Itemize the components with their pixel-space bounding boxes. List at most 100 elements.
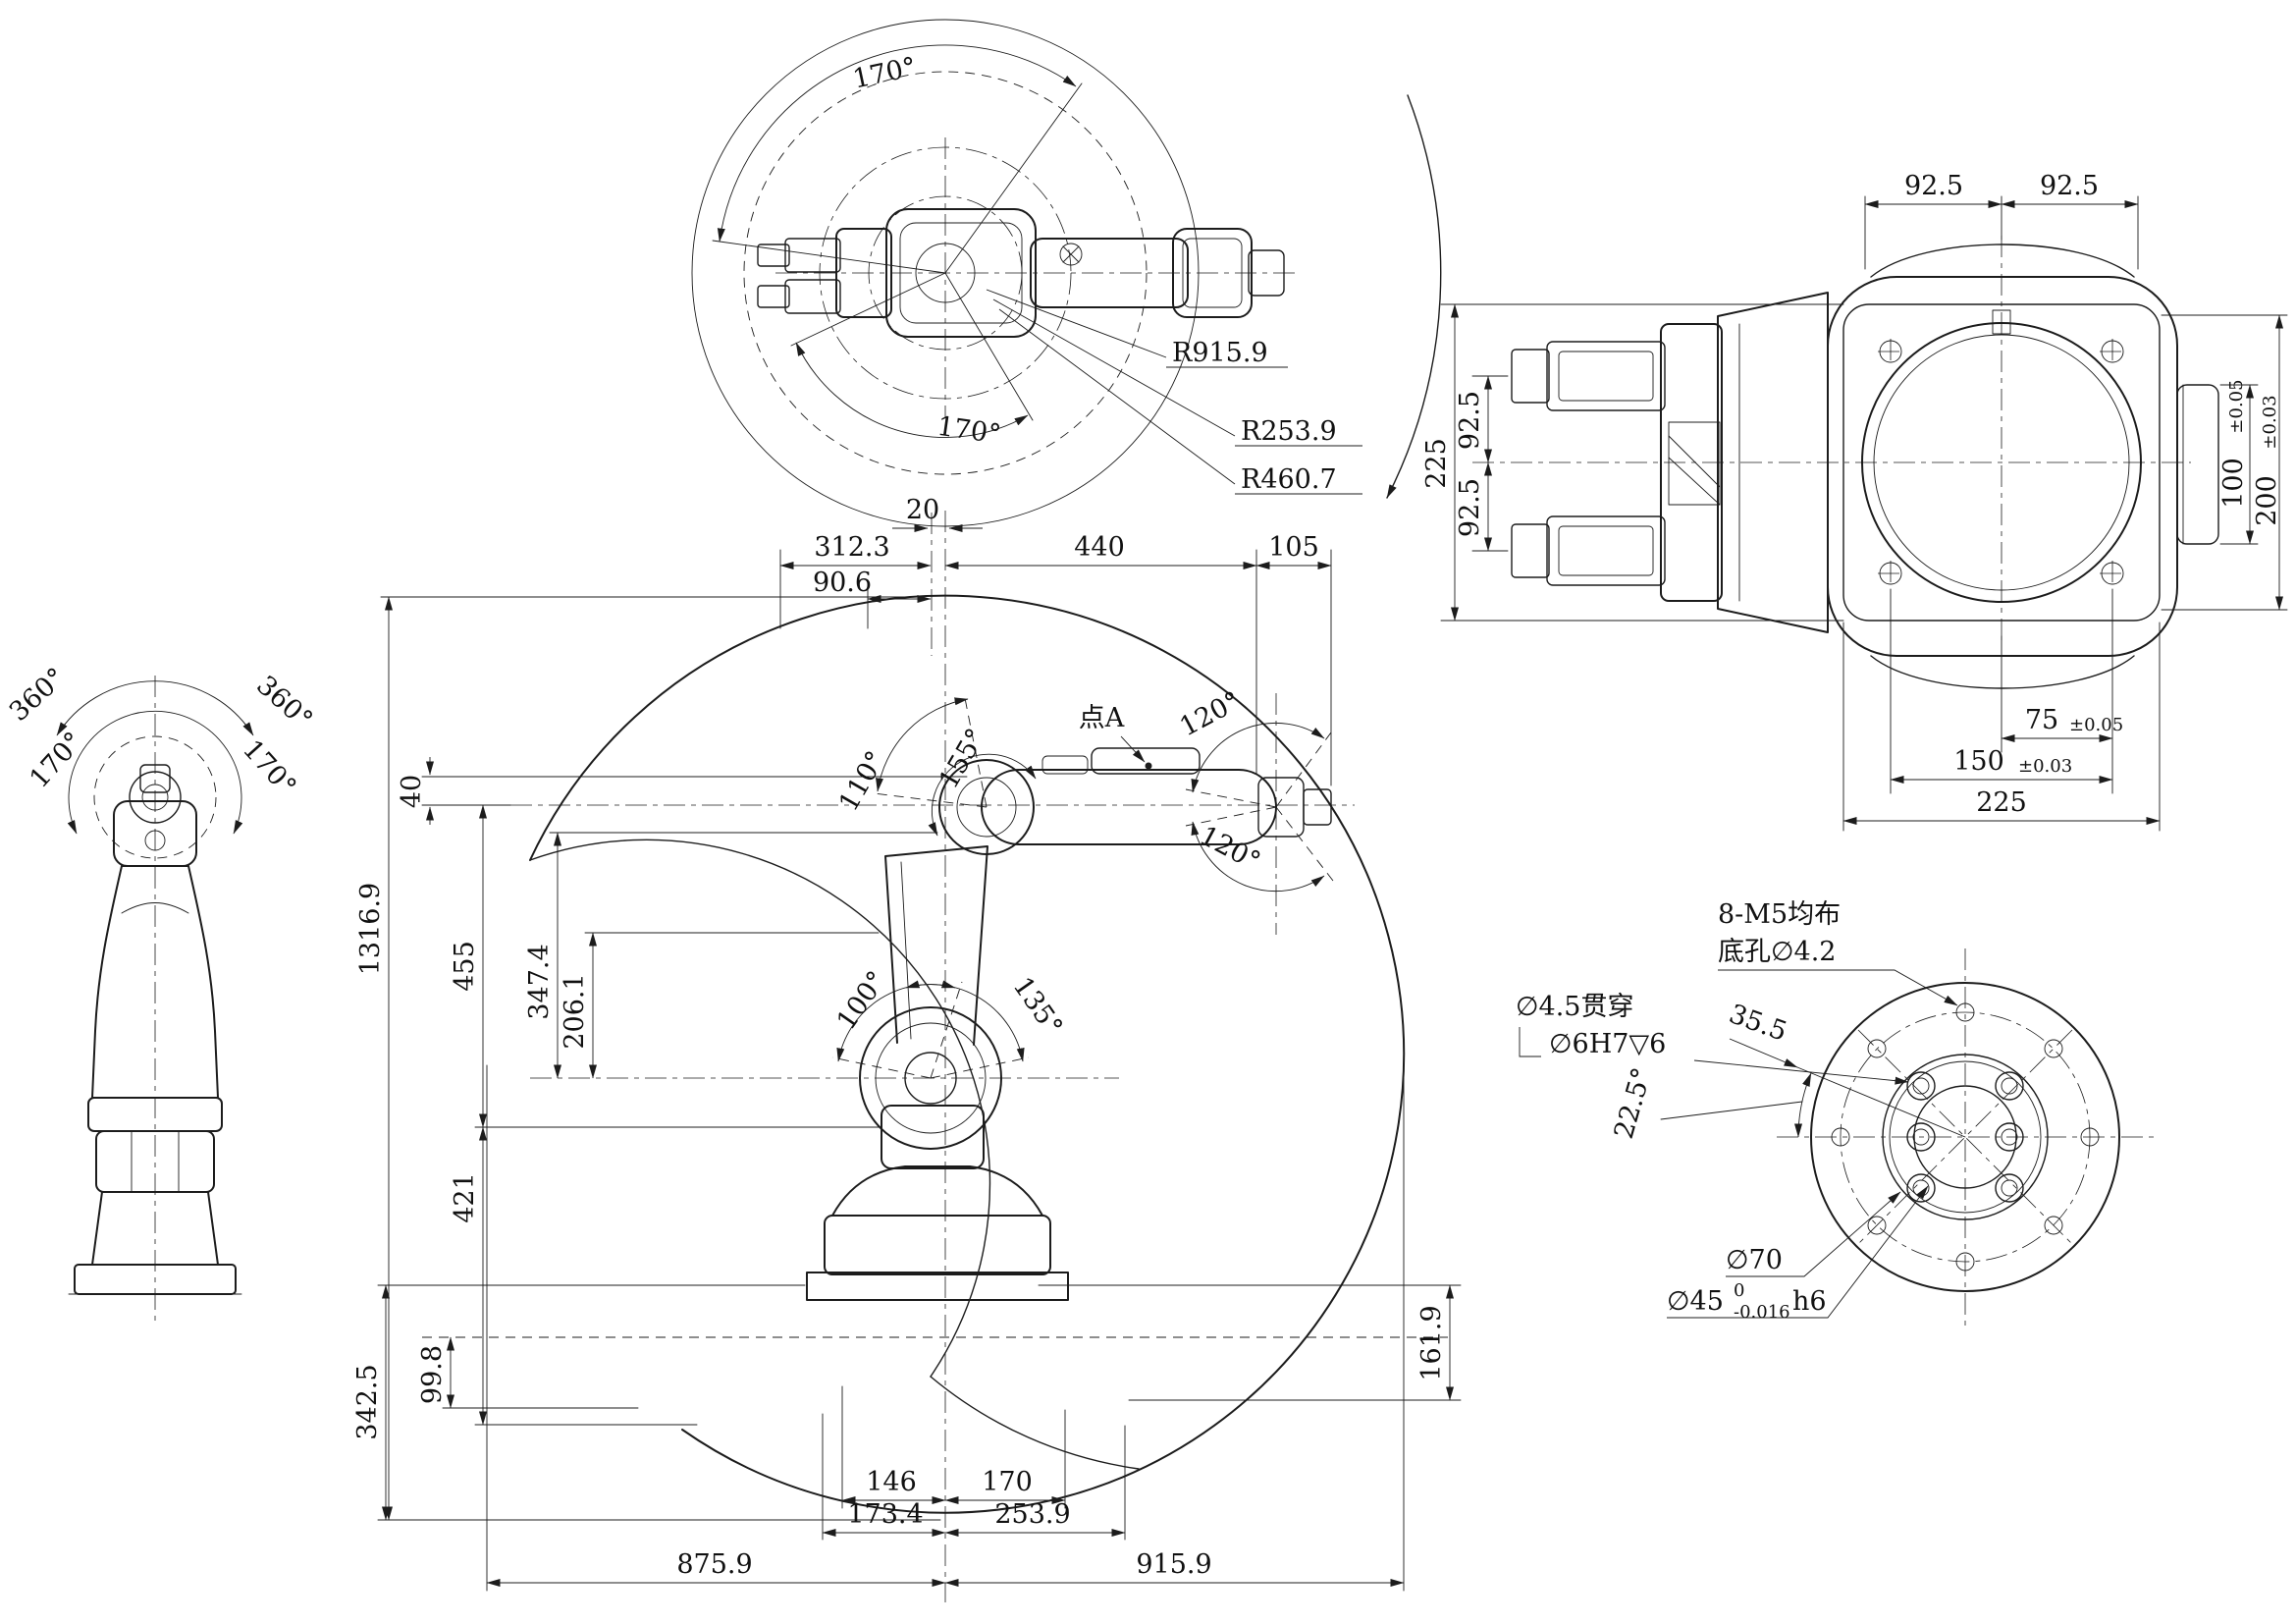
point-a-label: 点A <box>1079 703 1125 733</box>
dim-99-label: 99.8 <box>417 1345 448 1404</box>
tool-note1-leader <box>1718 969 1958 1006</box>
tool-22-label: 22.5° <box>1609 1064 1658 1142</box>
flange-right-100-label: 100 <box>2218 458 2249 509</box>
tool-bolt-holes <box>1831 1002 2100 1272</box>
dim-40-label: 40 <box>397 775 427 808</box>
view-mount-flange: 92.5 92.5 92.5 92.5 225 100 ±0.05 200 ±0… <box>1421 171 2288 832</box>
dim-455-label: 455 <box>450 941 480 992</box>
tool-d45-leader <box>1667 1185 1929 1319</box>
gripper-assembly-outline <box>1511 292 1829 633</box>
tool-d45-tol-lo: -0.016 <box>1734 1302 1790 1323</box>
tool-boss-circle <box>1882 1054 2049 1220</box>
swing-arc-170 <box>67 710 243 835</box>
dim-146-label: 146 <box>866 1467 917 1497</box>
view-front-main: 20 312.3 440 105 90.6 40 1316.9 455 347.… <box>352 495 1462 1602</box>
flange-bottom-75-label: 75 <box>2025 705 2058 735</box>
wrist-flange-circle <box>129 771 182 824</box>
dim-206-label: 206.1 <box>560 973 590 1049</box>
tool-35-label: 35.5 <box>1725 999 1790 1048</box>
tool-35-dim-line <box>1729 1038 1798 1068</box>
extension-lines <box>377 549 1462 1592</box>
flange-top-92b-label: 92.5 <box>2040 171 2099 201</box>
flange-centerlines <box>1472 236 2191 640</box>
flange-top-92a-label: 92.5 <box>1904 171 1963 201</box>
flange-left-92a-label: 92.5 <box>1455 391 1485 450</box>
dim-342-label: 342.5 <box>352 1364 383 1439</box>
swing-360-right-label: 360° <box>250 670 318 735</box>
tool-d45-label: ∅45 <box>1667 1286 1724 1317</box>
tool-boss-inner-circle <box>1889 1060 2042 1214</box>
flange-left-225-label: 225 <box>1421 438 1452 489</box>
work-envelope-bottom <box>930 1376 1140 1470</box>
flange-bottom-150-tol: ±0.03 <box>2018 756 2072 777</box>
joint-angle-arcs <box>831 692 1334 1079</box>
dim-347-label: 347.4 <box>524 944 555 1019</box>
dim-312-label: 312.3 <box>814 532 889 563</box>
flange-left-92b-label: 92.5 <box>1455 478 1485 537</box>
tool-pilot-circle <box>1913 1085 2017 1189</box>
dim-20-label: 20 <box>906 495 939 525</box>
work-envelope-outer <box>529 594 1406 1514</box>
flange-bottom-225-label: 225 <box>1976 787 2027 818</box>
bottom-rotation-angle-label: 170° <box>935 411 1003 451</box>
tool-note2-line2: ∅6H7▽6 <box>1549 1029 1666 1059</box>
dimension-lines <box>382 524 1454 1587</box>
dim-161-label: 161.9 <box>1416 1305 1447 1380</box>
radius-inner-label: R460.7 <box>1241 464 1337 495</box>
flange-right-200-label: 200 <box>2252 475 2282 526</box>
radius-max-label: R915.9 <box>1172 338 1268 368</box>
dim-1316-label: 1316.9 <box>355 883 386 975</box>
robot-front-outline <box>806 747 1332 1301</box>
robot-side-outline <box>68 764 242 1295</box>
robot-top-outline <box>757 208 1285 338</box>
wrist-flange-bore <box>141 784 169 811</box>
tool-d70-leader <box>1726 1191 1901 1277</box>
flange-right-100-tol: ±0.05 <box>2226 379 2247 433</box>
tool-note1-line1: 8-M5均布 <box>1718 899 1841 930</box>
flange-right-200-tol: ±0.03 <box>2260 395 2280 449</box>
angle-120-top-label: 120° <box>1175 686 1246 743</box>
axis-marker-icon <box>1059 243 1083 266</box>
angle-arc-top <box>717 44 1077 243</box>
angle-155-label: 155° <box>934 724 991 794</box>
dim-915-label: 915.9 <box>1136 1549 1211 1580</box>
dim-253-label: 253.9 <box>994 1499 1070 1530</box>
top-rotation-angle-label: 170° <box>850 52 919 95</box>
tool-angle-arc <box>1794 1072 1812 1138</box>
tool-note2-line1: ∅4.5贯穿 <box>1516 992 1633 1022</box>
angle-135-label: 135° <box>1007 972 1069 1042</box>
dim-875-label: 875.9 <box>676 1549 752 1580</box>
dim-440-label: 440 <box>1074 532 1125 563</box>
dim-170-label: 170 <box>982 1467 1033 1497</box>
view-top-rotation: 170° 170° R915.9 R253.9 R460.7 <box>691 19 1442 527</box>
swing-360-left-label: 360° <box>4 662 72 728</box>
dim-105-label: 105 <box>1268 532 1319 563</box>
tool-d45-fit: h6 <box>1792 1286 1827 1317</box>
flange-dimension-lines <box>1451 200 2283 825</box>
swing-170-left-label: 170° <box>24 727 89 794</box>
flange-bottom-75-tol: ±0.05 <box>2069 715 2123 735</box>
tool-note2-leader <box>1519 1027 1908 1082</box>
tool-d70-label: ∅70 <box>1726 1245 1783 1275</box>
angle-arc-bottom <box>795 342 1029 438</box>
radius-leader-lines <box>986 289 1362 495</box>
point-a-leader <box>1120 735 1146 763</box>
tool-22-leader <box>1660 1101 1803 1120</box>
tool-d45-tol-hi: 0 <box>1734 1280 1744 1301</box>
robot-top-body-outline <box>1827 244 2219 689</box>
tool-note1-line2: 底孔∅4.2 <box>1718 937 1836 967</box>
dim-90-label: 90.6 <box>813 568 872 598</box>
max-reach-arc <box>1386 94 1442 499</box>
flange-bottom-150-label: 150 <box>1953 746 2004 777</box>
work-envelope-inner <box>529 839 991 1378</box>
swing-arc-360 <box>56 680 254 736</box>
view-tool-flange: 8-M5均布 底孔∅4.2 ∅4.5贯穿 ∅6H7▽6 35.5 22.5° ∅… <box>1516 899 2154 1326</box>
angle-radial-lines <box>712 82 1083 421</box>
radius-mid-label: R253.9 <box>1241 416 1337 447</box>
angle-110-label: 110° <box>833 746 891 817</box>
rotation-circle-dashed <box>743 71 1148 475</box>
main-centerlines <box>510 511 1355 1602</box>
swing-170-right-label: 170° <box>237 734 302 802</box>
